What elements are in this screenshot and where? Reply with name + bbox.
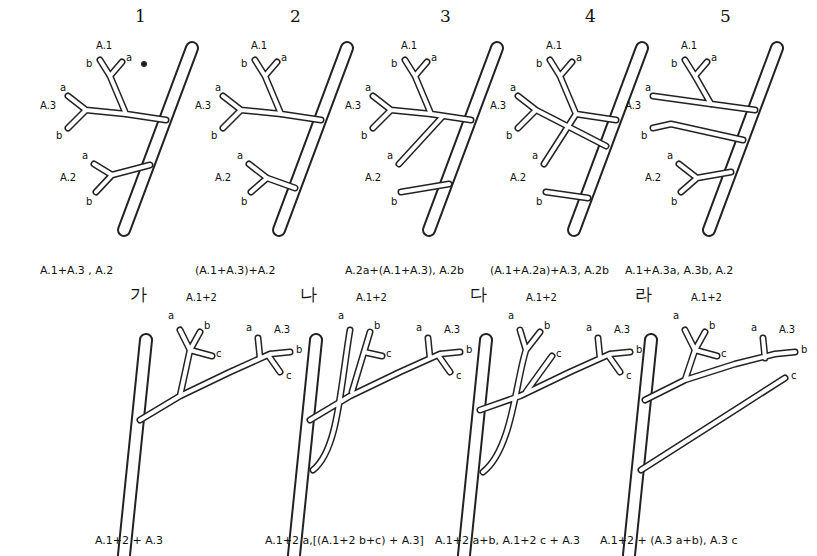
branch-label: A.1+2 [356,292,387,304]
branch-label: a [246,322,252,334]
branch-label: A.2 [645,172,661,184]
branch-label: b [671,196,677,208]
branch-label: c [216,348,222,360]
panel-number: 1 [135,6,146,26]
branch-label: A.1 [681,40,697,52]
branch-label: A.2 [365,172,381,184]
branch-label: b [391,196,397,208]
branch-label: a [510,82,516,94]
branch-label: A.1+2 [526,292,557,304]
branch-label: b [241,196,247,208]
branch-label: a [532,150,538,162]
branch-label: a [215,82,221,94]
branch-label: b [361,130,367,142]
branch-label: c [721,348,727,360]
branch-label: a [586,322,592,334]
branch-label: b [391,58,397,70]
branch-label: c [626,370,632,382]
branch-label: a [365,82,371,94]
branch-label: A.1+2 [186,292,217,304]
branch-label: A.1 [96,40,112,52]
branch-label: b [506,130,512,142]
branch-label: A.2 [215,172,231,184]
branch-label: b [241,58,247,70]
branch-label: A.3 [274,324,290,336]
branch-label: b [296,344,302,356]
panel-number: 4 [585,6,596,26]
branch-label: a [82,150,88,162]
branch-label: a [338,310,344,322]
branch-label: A.3 [779,324,795,336]
branch-label: A.1 [546,40,562,52]
pattern-caption: A.2a+(A.1+A.3), A.2b [345,264,464,277]
branch-label: b [544,320,550,332]
branch-label: a [711,52,717,64]
panel-number: 5 [720,6,731,26]
branch-label: b [636,344,642,356]
pattern-caption: A.1+A.3a, A.3b, A.2 [625,264,733,277]
branch-label: c [791,370,797,382]
branch-label: b [641,130,647,142]
branch-label: a [508,310,514,322]
branch-label: a [645,82,651,94]
branch-label: a [576,52,582,64]
branch-label: b [801,344,807,356]
branch-label: b [204,320,210,332]
branch-label: a [126,52,132,64]
branch-label: b [374,320,380,332]
branch-label: A.3 [614,324,630,336]
branch-label: b [211,130,217,142]
branch-label: A.3 [625,100,641,112]
branch-label: a [387,150,393,162]
pattern-caption: (A.1+A.3)+A.2 [195,264,276,277]
branch-label: c [556,348,562,360]
branch-label: a [416,322,422,334]
panel-number: 다 [470,284,487,304]
branch-label: A.3 [490,100,506,112]
branch-label: A.3 [345,100,361,112]
branch-label: b [86,58,92,70]
panel-number: 2 [290,6,301,26]
branch-label: a [168,310,174,322]
branch-label: a [237,150,243,162]
panel-number: 가 [130,284,147,304]
branch-label: a [431,52,437,64]
branch-label: b [86,196,92,208]
branch-label: A.2 [60,172,76,184]
branch-label: A.3 [195,100,211,112]
pattern-caption: A.1+A.3 , A.2 [40,264,113,277]
branch-label: a [281,52,287,64]
branch-label: a [673,310,679,322]
branch-label: a [751,322,757,334]
branch-label: A.3 [444,324,460,336]
branch-label: b [536,196,542,208]
branch-label: b [536,58,542,70]
branch-label: c [286,370,292,382]
branch-label: A.2 [510,172,526,184]
panel-number: 3 [440,6,451,26]
branch-label: b [466,344,472,356]
pattern-caption: A.1+2 + A.3 [95,534,163,547]
branch-label: c [386,348,392,360]
pattern-caption: A.1+2 a,[(A.1+2 b+c) + A.3] [265,534,424,547]
branch-label: A.3 [40,100,56,112]
branch-label: a [60,82,66,94]
branch-label: c [456,370,462,382]
pattern-caption: (A.1+A.2a)+A.3, A.2b [490,264,609,277]
branch-label: a [667,150,673,162]
branch-label: A.1+2 [691,292,722,304]
panel-number: 라 [635,284,652,304]
branch-label: A.1 [401,40,417,52]
pattern-caption: A.1+2 + (A.3 a+b), A.3 c [600,534,737,547]
branch-label: b [56,130,62,142]
branch-label: A.1 [251,40,267,52]
branch-label: b [709,320,715,332]
panel-number: 나 [300,284,317,304]
pattern-caption: A.1+2 a+b, A.1+2 c + A.3 [435,534,580,547]
branch-label: b [671,58,677,70]
